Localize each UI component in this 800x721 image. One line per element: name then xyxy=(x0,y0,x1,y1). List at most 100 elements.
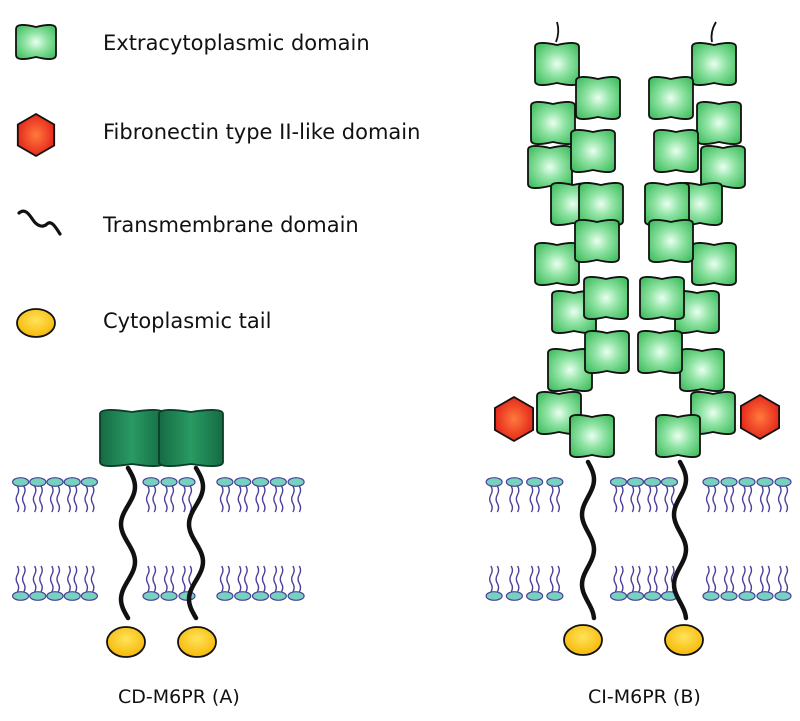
lipid-head xyxy=(756,591,774,601)
lipid-tail xyxy=(163,565,168,593)
extracytoplasmic-domain xyxy=(99,409,165,467)
lipid-head xyxy=(234,477,252,487)
transmembrane-domain xyxy=(579,459,597,621)
lipid-head xyxy=(774,591,792,601)
lipid-head xyxy=(216,591,234,601)
lipid-tail xyxy=(297,565,302,593)
extracytoplasmic-domain xyxy=(637,330,683,374)
legend-label-fibronectin: Fibronectin type II-like domain xyxy=(103,120,421,144)
green-cylinder-icon xyxy=(15,24,57,60)
lipid-tail xyxy=(84,485,89,513)
lipid-tail xyxy=(56,485,61,513)
lipid-head xyxy=(12,477,30,487)
yellow-oval-icon xyxy=(16,308,56,338)
lipid-tail xyxy=(556,565,561,593)
lipid-head xyxy=(234,591,252,601)
lipid-tail xyxy=(535,565,540,593)
lipid-tail xyxy=(297,485,302,513)
transmembrane-domain xyxy=(671,459,689,621)
lipid-head xyxy=(80,591,99,601)
lipid-tail xyxy=(290,565,295,593)
lipid-tail xyxy=(273,485,278,513)
extracytoplasmic-domain xyxy=(655,414,701,458)
lipid-tail xyxy=(290,485,295,513)
lipid-tail xyxy=(495,485,500,513)
lipid-tail xyxy=(219,565,224,593)
lipid-tail xyxy=(21,565,26,593)
extracytoplasmic-domain xyxy=(644,182,690,226)
lipid-tail xyxy=(630,565,635,593)
lipid-tail xyxy=(15,485,20,513)
lipid-tail xyxy=(766,565,771,593)
lipid-tail xyxy=(170,485,175,513)
lipid-head xyxy=(29,477,47,487)
lipid-tail xyxy=(488,485,493,513)
lipid-tail xyxy=(255,485,260,513)
lipid-head xyxy=(609,591,628,601)
membrane-b xyxy=(485,477,792,601)
lipid-tail xyxy=(279,565,284,593)
lipid-tail xyxy=(488,565,493,593)
extracytoplasmic-domain xyxy=(696,101,742,145)
lipid-tail xyxy=(748,565,753,593)
lipid-tail xyxy=(784,485,789,513)
membrane-a xyxy=(12,477,305,601)
lipid-tail xyxy=(653,565,658,593)
lipid-tail xyxy=(748,485,753,513)
extracytoplasmic-domain xyxy=(700,145,746,189)
lipid-head xyxy=(738,477,756,487)
lipid-tail xyxy=(630,485,635,513)
extracytoplasmic-domain xyxy=(158,409,224,467)
lipid-head xyxy=(546,477,564,487)
n-terminus-line xyxy=(555,21,560,43)
lipid-tail xyxy=(730,565,735,593)
lipid-head xyxy=(643,477,662,487)
lipid-tail xyxy=(145,565,150,593)
receptor-ci-m6pr xyxy=(493,21,780,656)
lipid-tail xyxy=(759,485,764,513)
lipid-head xyxy=(546,591,564,601)
extracytoplasmic-domain xyxy=(648,76,694,120)
extracytoplasmic-domain xyxy=(584,330,630,374)
lipid-tail xyxy=(712,565,717,593)
lipid-tail xyxy=(90,565,95,593)
lipid-head xyxy=(738,591,756,601)
lipid-tail xyxy=(495,565,500,593)
lipid-tail xyxy=(279,485,284,513)
lipid-head xyxy=(626,591,645,601)
lipid-tail xyxy=(273,565,278,593)
lipid-head xyxy=(80,477,99,487)
extracytoplasmic-domain xyxy=(570,129,616,173)
lipid-head xyxy=(46,477,64,487)
lipid-tail xyxy=(535,485,540,513)
lipid-head xyxy=(46,591,64,601)
lipid-tail xyxy=(226,485,231,513)
fibronectin-domain xyxy=(740,393,780,441)
lipid-tail xyxy=(243,565,248,593)
lipid-tail xyxy=(181,565,186,593)
lipid-head xyxy=(702,591,720,601)
legend-label-transmembrane: Transmembrane domain xyxy=(103,213,359,237)
lipid-tail xyxy=(226,565,231,593)
lipid-tail xyxy=(15,565,20,593)
lipid-head xyxy=(216,477,234,487)
caption-cd-m6pr: CD-M6PR (A) xyxy=(118,686,240,708)
legend-label-cytoplasmic: Cytoplasmic tail xyxy=(103,309,272,333)
lipid-tail xyxy=(237,485,242,513)
lipid-tail xyxy=(152,565,157,593)
extracytoplasmic-domain xyxy=(574,219,620,263)
extracytoplasmic-domain xyxy=(679,348,725,392)
lipid-tail xyxy=(243,485,248,513)
lipid-tail xyxy=(777,565,782,593)
cytoplasmic-tail xyxy=(106,626,146,658)
lipid-head xyxy=(142,477,160,487)
lipid-head xyxy=(609,477,628,487)
receptor-cd-m6pr xyxy=(99,409,224,658)
extracytoplasmic-domain xyxy=(691,242,737,286)
lipid-tail xyxy=(549,485,554,513)
lipid-tail xyxy=(653,485,658,513)
lipid-head xyxy=(12,591,30,601)
lipid-head xyxy=(269,591,287,601)
lipid-tail xyxy=(529,485,534,513)
